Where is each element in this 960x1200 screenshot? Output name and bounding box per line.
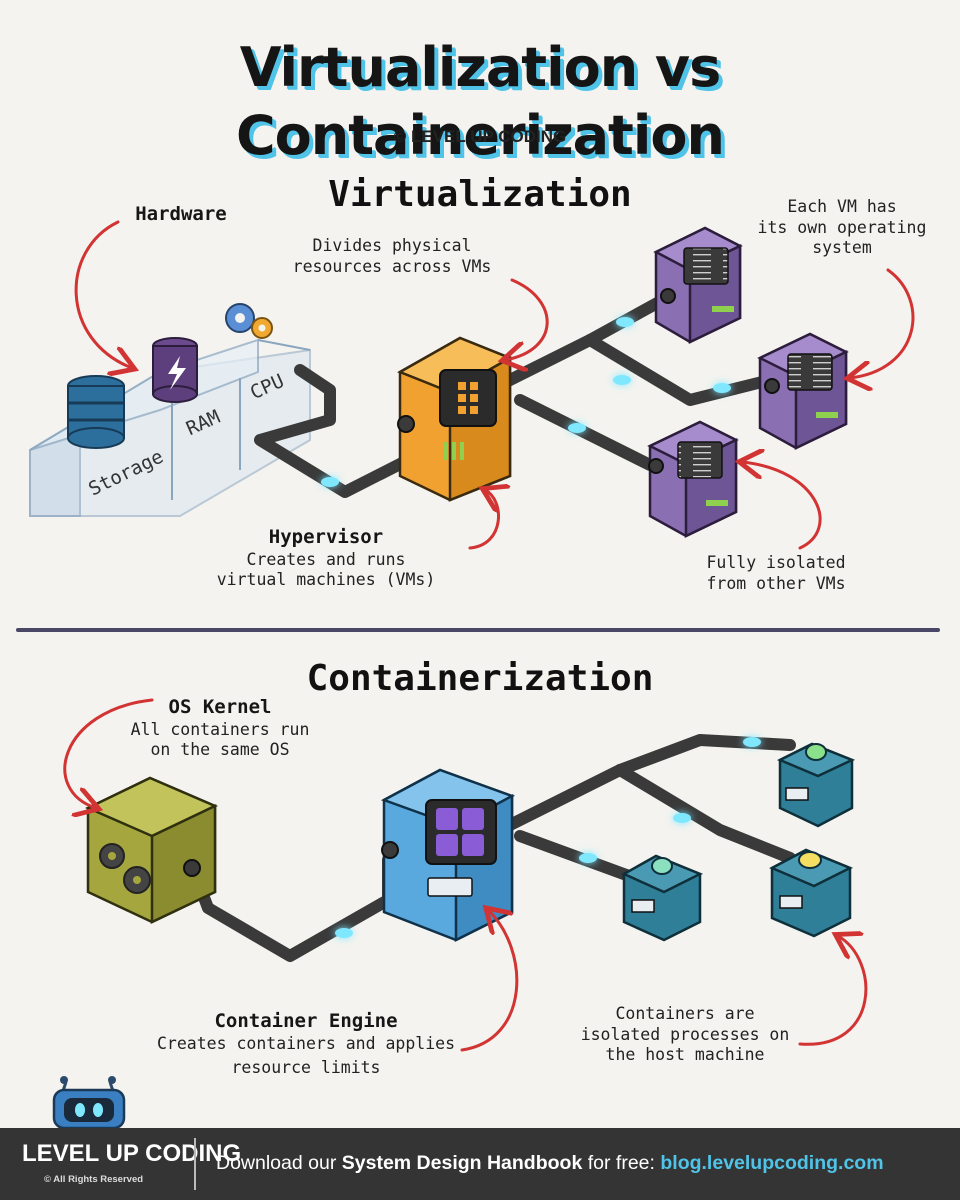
hardware-label: Hardware [135, 203, 227, 225]
page-title: Virtualization vs Containerization [236, 36, 725, 167]
robot-mascot-icon [52, 1076, 126, 1130]
battery-bolt-icon [152, 337, 198, 403]
os-kernel-unit [85, 776, 219, 924]
container-bottom-right [769, 848, 854, 938]
hypervisor-unit [397, 336, 513, 502]
container-engine-unit [380, 768, 516, 943]
annotation-arrows-cont [63, 698, 868, 1052]
annotation-arrows-virt [74, 220, 915, 550]
vm-right [757, 332, 849, 450]
virtualization-title: Virtualization [328, 174, 632, 215]
vm-top [653, 226, 743, 344]
containerization-title: Containerization [306, 658, 654, 699]
divides-text: Divides physical resources across VMs [292, 236, 492, 276]
copyright-notice: © LEVEL UP CODING [393, 127, 567, 146]
vm-bottom [647, 420, 739, 538]
container-top-right [777, 742, 856, 828]
footer-divider [194, 1138, 196, 1190]
footer-link[interactable]: blog.levelupcoding.com [660, 1152, 884, 1174]
pipe-glows-virt [321, 317, 731, 487]
hypervisor-text: Hypervisor Creates and runs virtual mach… [216, 526, 436, 590]
gears-icon [225, 303, 273, 339]
footer-brand: LEVEL UP CODING [22, 1140, 242, 1167]
pipe-glows-cont [335, 737, 761, 938]
container-middle [621, 854, 704, 942]
os-kernel-text: OS Kernel All containers run on the same… [130, 696, 310, 760]
containers-text: Containers are isolated processes on the… [580, 1004, 790, 1065]
footer-bar: LEVEL UP CODING © All Rights Reserved Do… [0, 1128, 960, 1200]
container-engine-text: Container Engine Creates containers and … [156, 1010, 455, 1078]
footer-message: Download our System Design Handbook for … [216, 1152, 884, 1174]
database-icon [67, 375, 125, 449]
vm-os-text: Each VM has its own operating system [757, 197, 927, 258]
isolated-text: Fully isolated from other VMs [706, 553, 846, 593]
footer-rights: © All Rights Reserved [44, 1174, 144, 1185]
